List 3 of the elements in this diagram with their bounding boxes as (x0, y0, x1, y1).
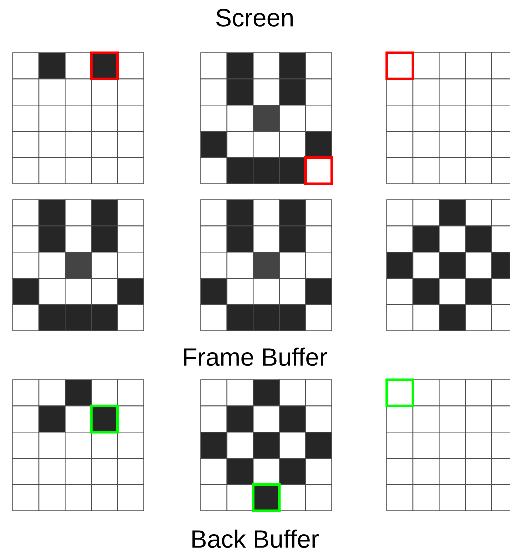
heading: Frame Buffer (184, 348, 328, 366)
heading: Back Buffer (192, 530, 319, 548)
heading: Screen (216, 9, 293, 27)
